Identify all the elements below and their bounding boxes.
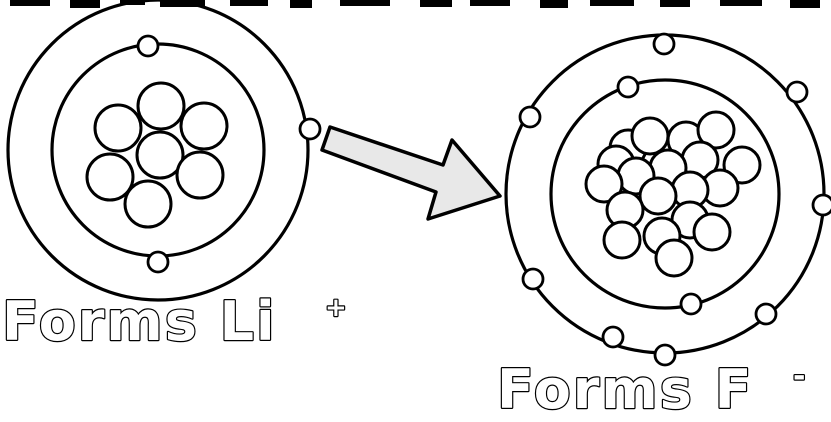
nucleon	[604, 222, 640, 258]
left-caption-superscript: +	[325, 293, 349, 323]
electron	[523, 269, 543, 289]
fluorine-nucleus	[586, 112, 760, 276]
right-caption: Forms F -	[497, 358, 807, 421]
lithium-nucleus	[87, 83, 227, 227]
right-caption-label: Forms F	[497, 358, 754, 421]
nucleon	[95, 105, 141, 151]
right-caption-superscript: -	[793, 359, 807, 394]
electron	[787, 82, 807, 102]
arrow-shape	[322, 127, 500, 219]
nucleon	[632, 118, 668, 154]
electron	[300, 119, 320, 139]
electron	[654, 34, 674, 54]
nucleon	[138, 83, 184, 129]
left-caption-label: Forms Li	[2, 290, 277, 353]
nucleon	[125, 181, 171, 227]
left-caption: Forms Li +	[2, 290, 349, 353]
nucleon	[694, 214, 730, 250]
nucleon	[640, 178, 676, 214]
nucleon	[181, 103, 227, 149]
electron	[148, 252, 168, 272]
lithium-atom	[8, 0, 320, 300]
electron	[813, 195, 831, 215]
cropped-header-text	[0, 0, 831, 14]
nucleon	[656, 240, 692, 276]
electron	[138, 36, 158, 56]
electron	[681, 294, 701, 314]
electron	[618, 77, 638, 97]
electron	[520, 107, 540, 127]
fluorine-atom	[506, 34, 831, 365]
electron	[756, 304, 776, 324]
electron	[603, 327, 623, 347]
transition-arrow	[322, 127, 500, 219]
nucleon	[177, 152, 223, 198]
